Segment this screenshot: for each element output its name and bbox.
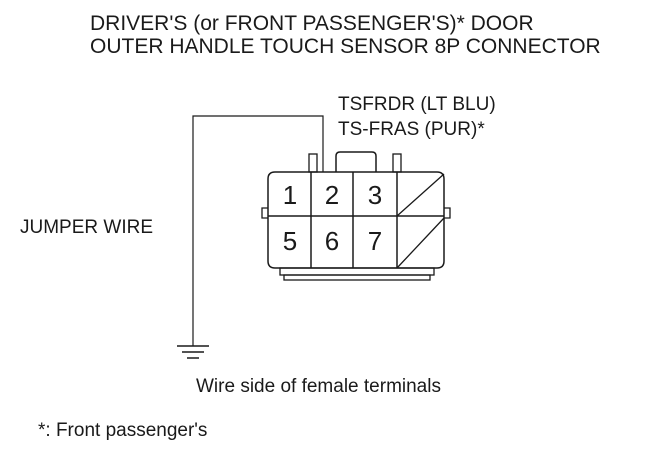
- ground-icon: [177, 345, 209, 359]
- wire-label-1: TSFRDR (LT BLU): [338, 94, 496, 115]
- pin-7: 7: [368, 226, 382, 256]
- jumper-wire: [192, 115, 324, 346]
- footnote: *: Front passenger's: [38, 420, 207, 441]
- jumper-wire-label: JUMPER WIRE: [20, 217, 153, 238]
- connector-tab-right: [392, 153, 402, 173]
- title-line-1: DRIVER'S (or FRONT PASSENGER'S)* DOOR: [90, 12, 534, 35]
- caption: Wire side of female terminals: [196, 376, 441, 397]
- pin-2: 2: [325, 180, 339, 210]
- pin-5: 5: [283, 226, 297, 256]
- connector-8p: 1 2 3 5 6 7: [261, 151, 451, 281]
- connector-lock-strip-1: [279, 267, 435, 276]
- connector-side-right: [444, 207, 451, 219]
- pin-1: 1: [283, 180, 297, 210]
- title-line-2: OUTER HANDLE TOUCH SENSOR 8P CONNECTOR: [90, 35, 601, 58]
- unused-cavity-4: [396, 173, 445, 217]
- wire-label-2: TS-FRAS (PUR)*: [338, 119, 485, 140]
- connector-tab-left: [308, 153, 318, 173]
- connector-lock-strip-2: [283, 274, 431, 281]
- connector-latch: [335, 151, 377, 172]
- connector-side-left: [261, 207, 268, 219]
- unused-cavity-8: [396, 217, 445, 269]
- pin-3: 3: [368, 180, 382, 210]
- pin-6: 6: [325, 226, 339, 256]
